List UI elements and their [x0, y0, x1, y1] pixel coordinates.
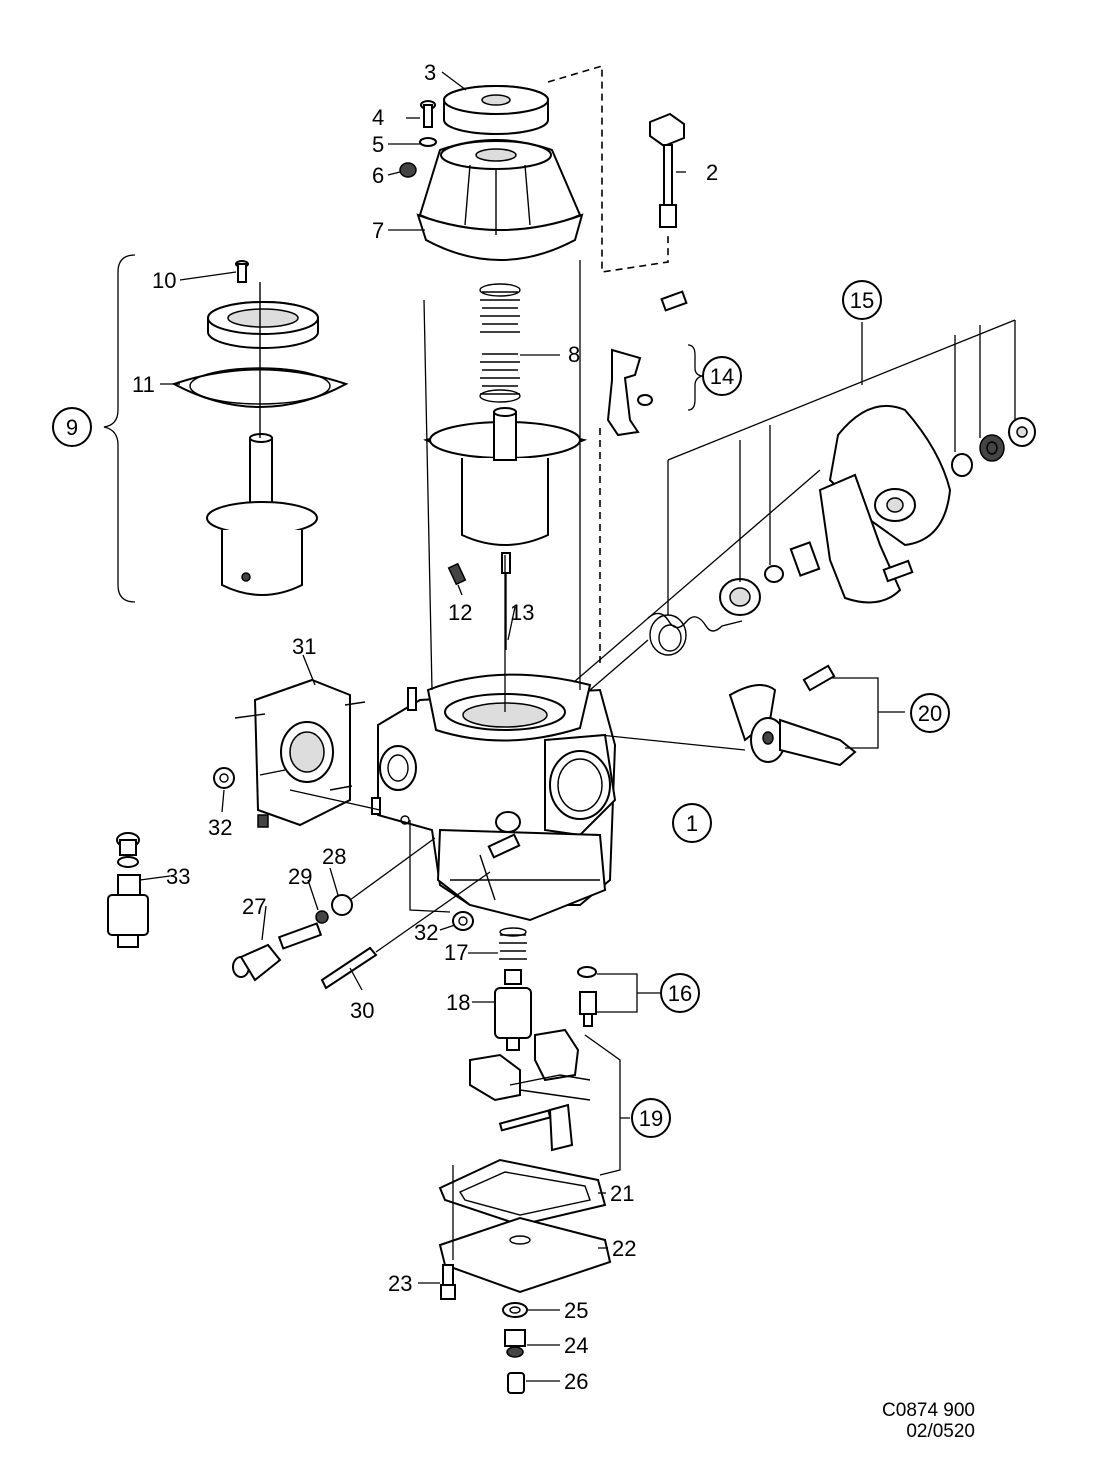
callout-21: 21 [610, 1181, 634, 1206]
callout-30: 30 [350, 998, 374, 1023]
part-8-springs-drawing [479, 283, 521, 403]
callout-3: 3 [424, 60, 436, 85]
part-1-carburetor-body-drawing [371, 673, 617, 922]
part-piston-drawing [206, 433, 318, 596]
part-16-jet-drawing [577, 966, 597, 1027]
bracket-20 [832, 677, 905, 749]
part-15-spring-bush-drawing [647, 541, 821, 656]
part-31-flange-drawing [234, 678, 366, 828]
part-19-float-drawing [469, 1028, 591, 1152]
part-4-screw-drawing [420, 100, 436, 128]
callout-29: 29 [288, 864, 312, 889]
callout-7: 7 [372, 218, 384, 243]
part-diaphragm-piston-drawing [423, 407, 588, 546]
callout-14: 14 [710, 364, 734, 389]
bracket-16 [597, 973, 660, 1013]
part-13-needle-drawing [501, 552, 511, 650]
callout-circle-16: 16 [660, 973, 700, 1013]
callout-22: 22 [612, 1236, 636, 1261]
leader-32-lower [409, 820, 451, 913]
part-20-lever-drawing [728, 664, 857, 767]
callout-2: 2 [706, 160, 718, 185]
dashed-guide-2-3 [547, 64, 669, 273]
callout-25: 25 [564, 1298, 588, 1323]
callout-32-lower: 32 [414, 920, 438, 945]
callout-33: 33 [166, 864, 190, 889]
bracket-14 [687, 344, 703, 411]
part-6-nut-drawing [399, 162, 417, 178]
part-10-screw-drawing [235, 260, 249, 283]
callout-circle-14: 14 [702, 356, 742, 396]
callout-20: 20 [918, 701, 942, 726]
part-12-screw-drawing [447, 562, 467, 586]
callout-circle-15: 15 [842, 280, 882, 320]
callout-circle-1: 1 [672, 803, 712, 843]
part-22-gasket-drawing [438, 1216, 612, 1294]
callout-24: 24 [564, 1333, 588, 1358]
bracket-15 [667, 319, 1016, 615]
part-30-pin-drawing [320, 946, 378, 990]
callout-circle-20: 20 [910, 693, 950, 733]
callout-17: 17 [444, 940, 468, 965]
callout-16: 16 [668, 981, 692, 1006]
callout-13: 13 [510, 600, 534, 625]
callout-27: 27 [242, 894, 266, 919]
assembly-lines [423, 260, 821, 751]
callout-leaders [139, 71, 686, 1382]
part-7-top-cover-drawing [416, 139, 584, 261]
callout-23: 23 [388, 1271, 412, 1296]
callout-12: 12 [448, 600, 472, 625]
part-32-nut-upper-drawing [213, 767, 235, 789]
part-14-bracket-drawing [606, 290, 688, 437]
drawing-date: 02/0520 [906, 1421, 975, 1442]
part-32-nut-lower-drawing [452, 911, 474, 931]
callout-4: 4 [372, 105, 384, 130]
part-17-spring-drawing [499, 927, 527, 960]
callout-28: 28 [322, 844, 346, 869]
callout-1: 1 [686, 811, 698, 836]
callout-11: 11 [132, 372, 155, 397]
bracket-9 [103, 254, 136, 603]
leader-31-body [289, 789, 381, 811]
part-29-spring-drawing [315, 910, 329, 924]
callout-circle-9: 9 [52, 407, 92, 447]
drawing-reference: C0874 900 02/0520 [882, 1400, 975, 1442]
leaders-27-30 [349, 837, 491, 953]
part-ring-drawing [207, 301, 319, 349]
part-25-washer-drawing [502, 1302, 528, 1318]
callout-32-upper: 32 [208, 815, 232, 840]
part-23-screw-drawing [440, 1264, 456, 1300]
callout-31: 31 [292, 634, 316, 659]
callout-19: 19 [639, 1106, 663, 1131]
callout-26: 26 [564, 1369, 588, 1394]
part-28-washer-drawing [331, 894, 353, 916]
drawing-code: C0874 900 [882, 1400, 975, 1421]
part-33-valve-drawing [107, 832, 149, 948]
part-26-cap-drawing [507, 1372, 525, 1394]
part-27-screw-drawing [232, 922, 323, 982]
callout-6: 6 [372, 163, 384, 188]
part-15-washers-drawing [951, 417, 1036, 477]
callout-5: 5 [372, 132, 384, 157]
part-2-dipstick-drawing [649, 112, 685, 228]
part-24-plug-drawing [504, 1329, 526, 1358]
bracket-19 [584, 1034, 630, 1176]
part-18-float-valve-drawing [494, 969, 532, 1051]
callout-8: 8 [568, 342, 580, 367]
callout-15: 15 [850, 288, 874, 313]
part-3-washer-drawing [443, 85, 549, 135]
callout-18: 18 [446, 990, 470, 1015]
callout-9: 9 [66, 415, 78, 440]
part-15-housing-drawing [818, 404, 952, 604]
callout-circle-19: 19 [631, 1098, 671, 1138]
callout-10: 10 [152, 268, 176, 293]
part-5-washer-drawing [419, 137, 437, 147]
part-21-gasket-drawing [438, 1158, 607, 1227]
